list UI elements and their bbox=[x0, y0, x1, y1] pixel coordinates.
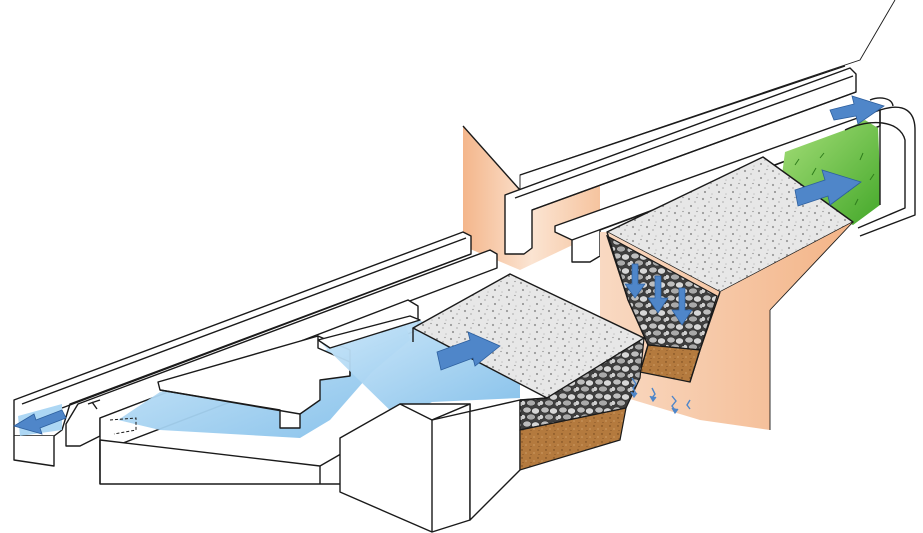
inflow-arrow-icon bbox=[13, 409, 67, 435]
infiltration-arrow-icon bbox=[624, 263, 693, 326]
seepage-arrow-icon bbox=[630, 377, 691, 415]
ground-surface-right bbox=[519, 0, 896, 190]
outflow-arrow-icon bbox=[794, 95, 885, 207]
flow-arrow-icon bbox=[436, 331, 501, 371]
gravel-filter-bed-front bbox=[412, 273, 645, 471]
infiltration-trench bbox=[600, 221, 854, 430]
sedimentation-basin bbox=[99, 299, 521, 533]
